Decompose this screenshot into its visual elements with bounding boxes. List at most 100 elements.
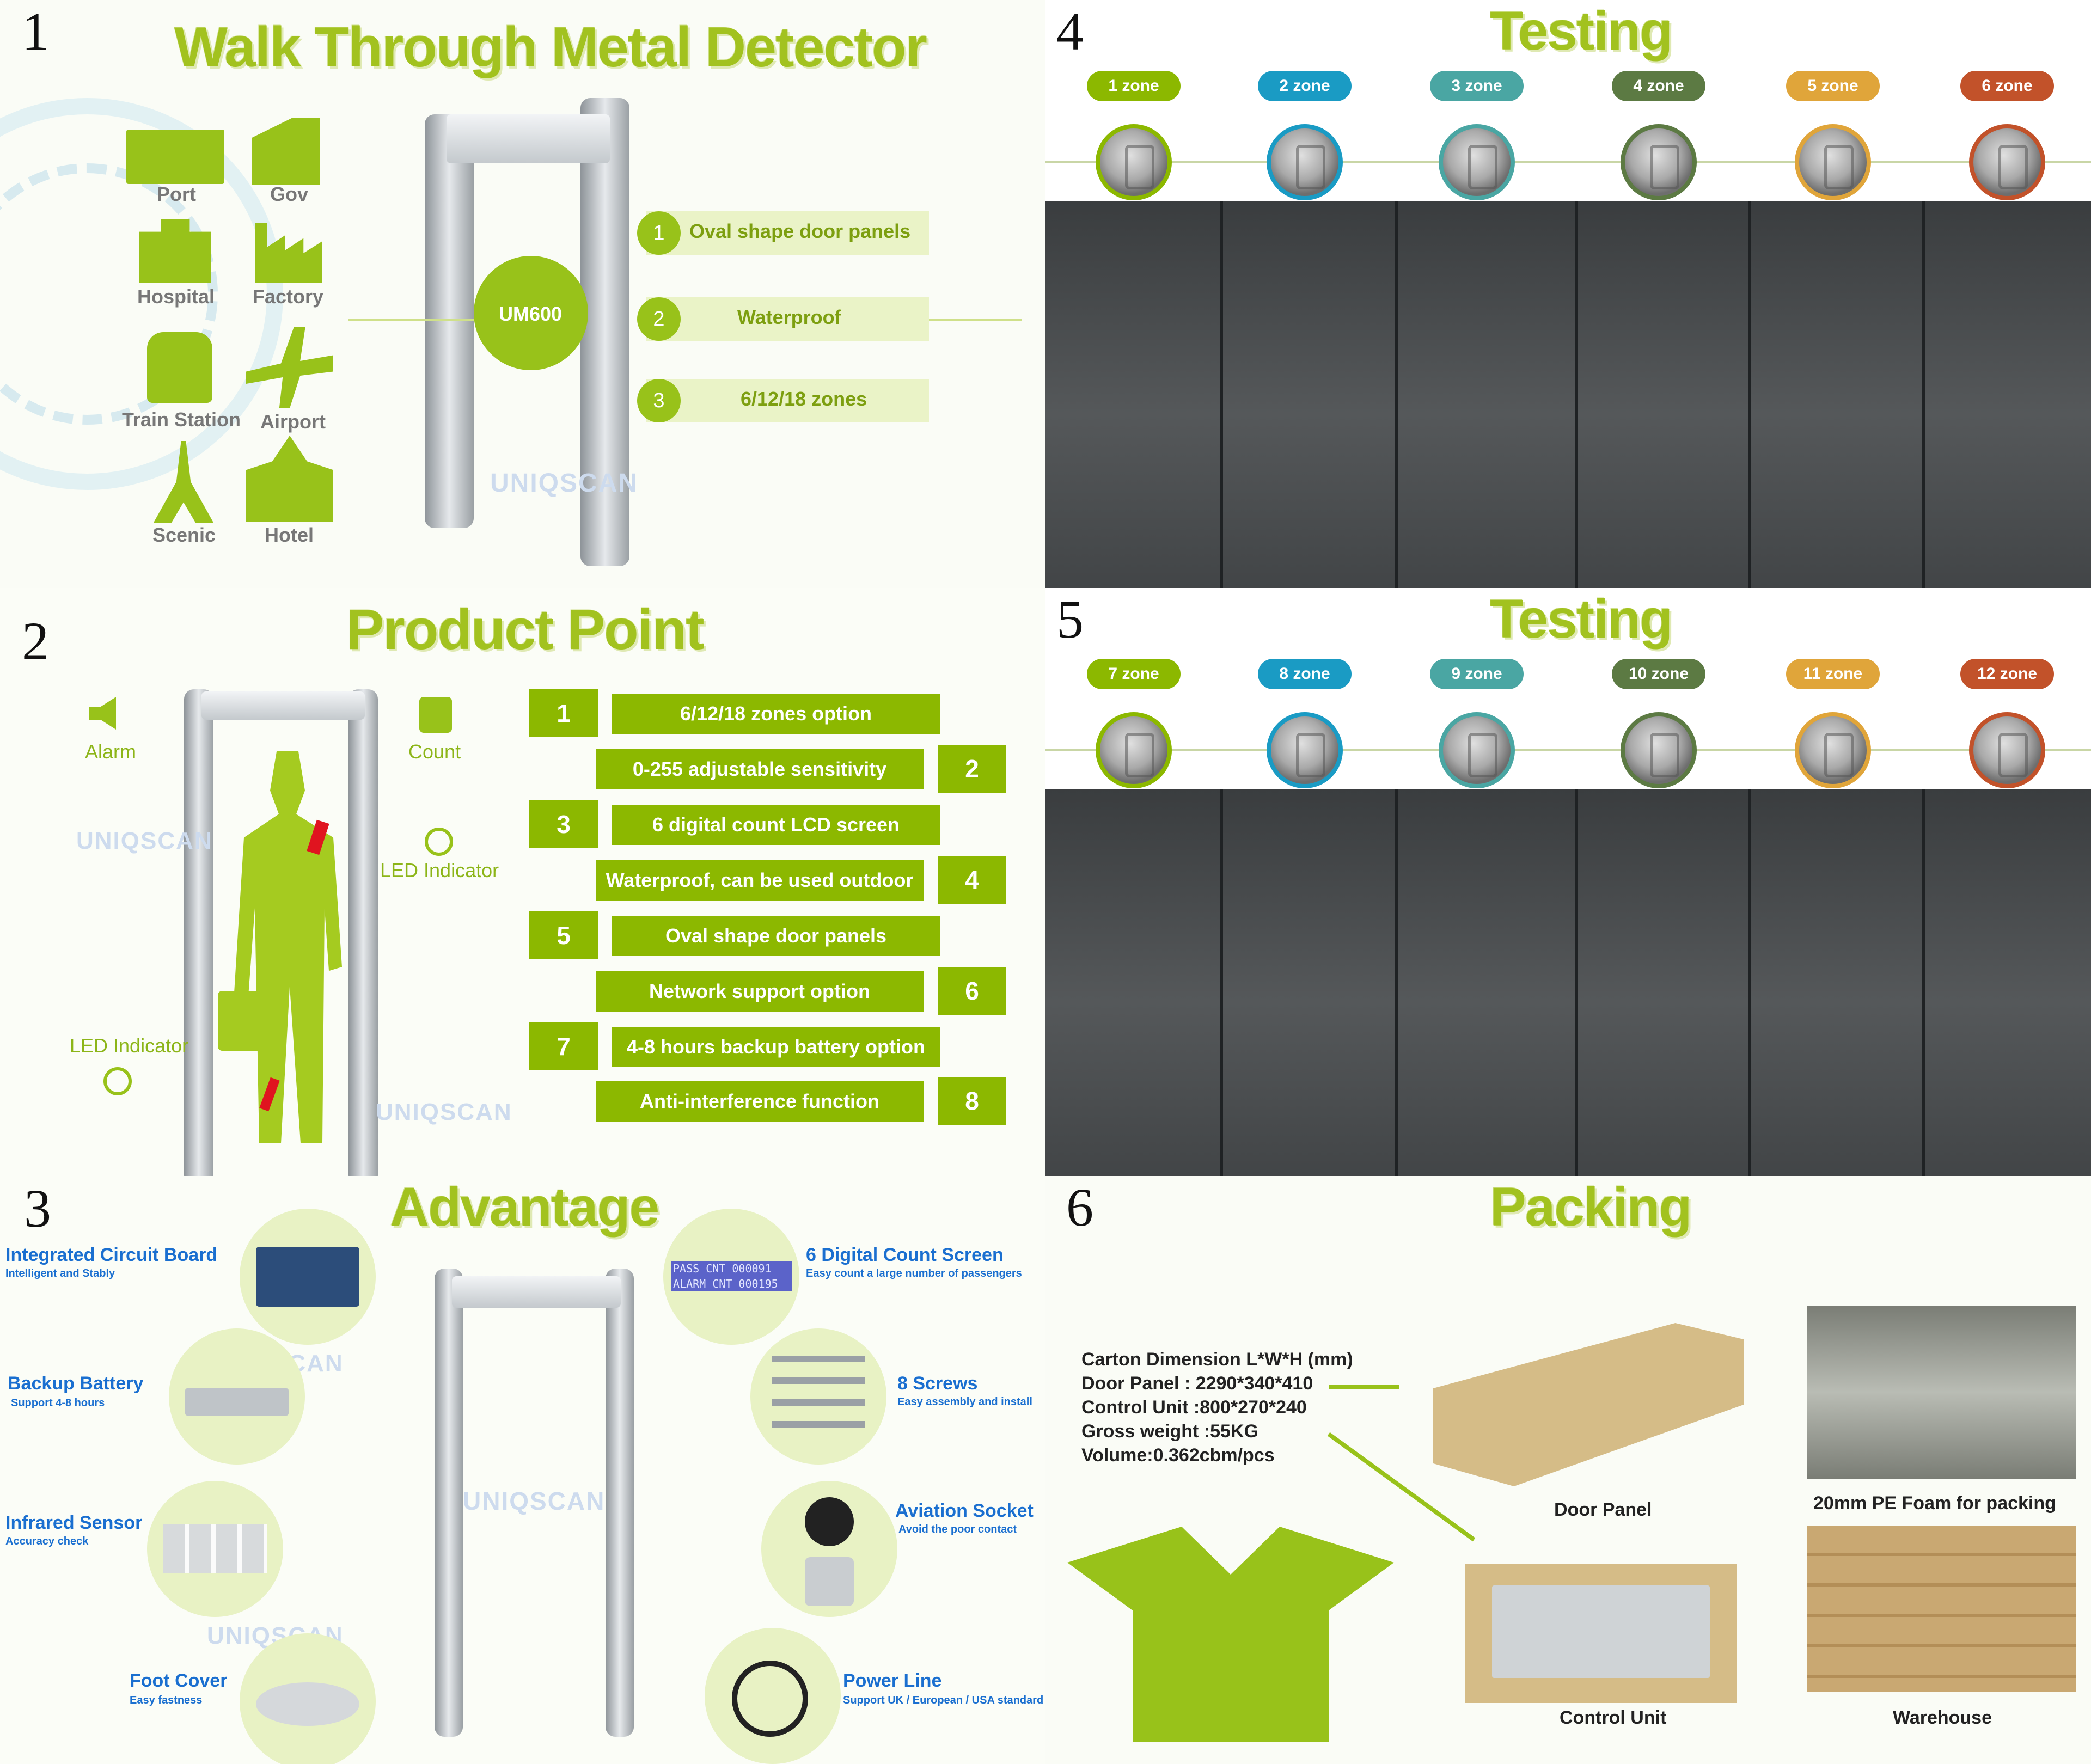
adv-title-screws: 8 Screws: [897, 1373, 978, 1394]
test-photo-4: [1578, 201, 1751, 588]
option-num-5: 5: [529, 911, 598, 959]
panel-5: 5 Testing 7 zone 8 zone 9 zone 10 zone 1…: [1046, 588, 2091, 1176]
aviation-socket-image: [761, 1481, 897, 1617]
adv-sub-screws: Easy assembly and install: [897, 1396, 1032, 1408]
lcd-screen-image: PASS CNT 000091 ALARM CNT 000195: [663, 1209, 799, 1345]
adv-title-backup-battery: Backup Battery: [8, 1373, 144, 1394]
coin-8: [1267, 712, 1343, 788]
option-num-6: 6: [938, 967, 1006, 1015]
panel-number: 1: [22, 1, 49, 62]
option-bar-6: Network support option: [596, 971, 924, 1012]
section-title: Testing: [1490, 589, 1673, 650]
panel-number: 3: [24, 1178, 51, 1239]
zone-badge-8: 8 zone: [1258, 659, 1352, 689]
label-alarm: Alarm: [85, 740, 137, 763]
caption-foam: 20mm PE Foam for packing: [1813, 1493, 2056, 1514]
option-num-4: 4: [938, 856, 1006, 904]
infrared-sensor-image: [147, 1481, 283, 1617]
option-bar-8: Anti-interference function: [596, 1081, 924, 1122]
adv-sub-backup-battery: Support 4-8 hours: [11, 1397, 105, 1409]
app-label-hotel: Hotel: [265, 524, 314, 546]
panel-1: 1 Walk Through Metal Detector Port Gov H…: [0, 0, 1046, 588]
caption-control-unit: Control Unit: [1560, 1707, 1667, 1728]
adv-title-power-line: Power Line: [843, 1670, 942, 1691]
test-photo-1: [1046, 201, 1223, 588]
option-bar-3: 6 digital count LCD screen: [612, 805, 940, 845]
train-icon: [147, 332, 212, 403]
app-label-train-station: Train Station: [122, 408, 241, 431]
test-photos-row: [1046, 789, 2091, 1176]
zone-connector-line: [1046, 749, 2091, 751]
coin-9: [1439, 712, 1515, 788]
option-num-7: 7: [529, 1022, 598, 1070]
test-photo-12: [1925, 789, 2091, 1176]
section-title: Testing: [1490, 1, 1673, 62]
option-bar-5: Oval shape door panels: [612, 916, 940, 956]
option-num-8: 8: [938, 1077, 1006, 1125]
option-bar-1: 6/12/18 zones option: [612, 694, 940, 734]
feature-text-1: Oval shape door panels: [689, 220, 911, 242]
gate-top-bar: [452, 1276, 621, 1308]
feature-bar-2: [646, 297, 929, 341]
test-photo-8: [1223, 789, 1398, 1176]
feature-text-3: 6/12/18 zones: [741, 388, 867, 410]
app-label-gov: Gov: [270, 183, 309, 205]
adv-title-count-screen: 6 Digital Count Screen: [806, 1245, 1004, 1265]
coin-7: [1096, 712, 1172, 788]
test-photo-6: [1925, 201, 2091, 588]
foot-cover-image: [240, 1633, 376, 1764]
panel-number: 4: [1056, 1, 1084, 62]
warehouse-photo: [1807, 1526, 2076, 1692]
zone-badge-7: 7 zone: [1087, 659, 1181, 689]
person-silhouette: [233, 751, 342, 1143]
lcd-line-2: ALARM CNT 000195: [671, 1276, 792, 1291]
test-photo-3: [1398, 201, 1578, 588]
test-photo-11: [1751, 789, 1925, 1176]
spec-line-5: Volume:0.362cbm/pcs: [1081, 1445, 1275, 1466]
spec-line-3: Control Unit :800*270*240: [1081, 1397, 1307, 1418]
briefcase: [218, 991, 272, 1051]
panel-4: 4 Testing 1 zone 2 zone 3 zone 4 zone 5 …: [1046, 0, 2091, 588]
coin-3: [1439, 124, 1515, 200]
gate-right-panel: [348, 689, 378, 1176]
section-title: Product Point: [346, 598, 705, 661]
factory-icon: [255, 223, 322, 283]
test-photo-9: [1398, 789, 1578, 1176]
test-photos-row: [1046, 201, 2091, 588]
coin-10: [1621, 712, 1697, 788]
gate-top-bar: [447, 114, 610, 163]
gate-right-panel: [606, 1269, 634, 1737]
caption-warehouse: Warehouse: [1893, 1707, 1992, 1728]
option-num-1: 1: [529, 689, 598, 737]
model-label: UM600: [499, 303, 563, 325]
label-count: Count: [408, 740, 461, 763]
package-icon: [1067, 1527, 1394, 1742]
coin-4: [1621, 124, 1697, 200]
test-photo-5: [1751, 201, 1925, 588]
coin-12: [1969, 712, 2045, 788]
adv-sub-foot-cover: Easy fastness: [130, 1694, 203, 1706]
feature-line-2: [929, 319, 1022, 321]
coin-11: [1795, 712, 1871, 788]
adv-sub-power-line: Support UK / European / USA standard: [843, 1694, 1044, 1706]
zone-badge-1: 1 zone: [1087, 71, 1181, 101]
count-icon: [419, 697, 452, 733]
app-label-factory: Factory: [253, 285, 324, 308]
feature-text-2: Waterproof: [737, 306, 841, 328]
coin-6: [1969, 124, 2045, 200]
panel-number: 2: [22, 611, 49, 671]
app-label-port: Port: [157, 183, 196, 205]
adv-sub-aviation-socket: Avoid the poor contact: [898, 1523, 1017, 1535]
spec-line-2: Door Panel : 2290*340*410: [1081, 1373, 1313, 1394]
gate-right-panel: [580, 98, 629, 566]
test-photo-2: [1223, 201, 1398, 588]
coin-5: [1795, 124, 1871, 200]
option-bar-7: 4-8 hours backup battery option: [612, 1027, 940, 1067]
option-bar-2: 0-255 adjustable sensitivity: [596, 749, 924, 789]
door-panel-carton: [1433, 1323, 1744, 1486]
foam-photo: [1807, 1306, 2076, 1479]
coin-1: [1096, 124, 1172, 200]
test-photo-7: [1046, 789, 1223, 1176]
coin-2: [1267, 124, 1343, 200]
um600-circle: [474, 256, 588, 370]
